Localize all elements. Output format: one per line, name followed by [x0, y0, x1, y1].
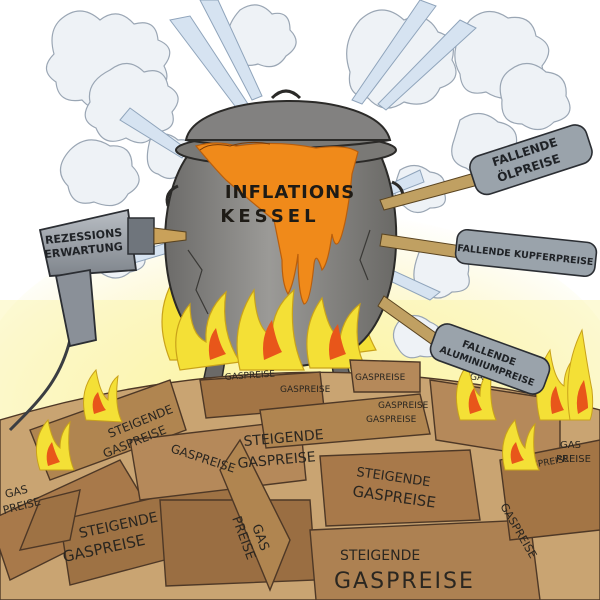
log [259, 393, 431, 449]
log-label: GASPREISE [334, 569, 475, 594]
cauldron-title-2: KESSEL [220, 206, 319, 227]
log [129, 419, 307, 501]
steam-jets [108, 0, 477, 301]
log-label: GAS [560, 440, 581, 451]
log-label: GASPREISE [355, 373, 406, 383]
drill-cable [8, 339, 72, 432]
log [18, 489, 81, 551]
log [319, 449, 481, 527]
log-label: GAS [4, 483, 30, 501]
log [309, 519, 541, 600]
log-label: GASPREISE [378, 401, 429, 411]
fire-side [35, 328, 594, 471]
fire-front [175, 288, 368, 371]
log-label: GASPREISE [237, 449, 316, 472]
log [349, 359, 421, 393]
log-label: GASPREISE [366, 415, 417, 425]
stew-overflow [194, 142, 359, 305]
log-label: GASPREISE [280, 385, 331, 395]
log [219, 438, 291, 592]
log-label: GASPREISE [225, 369, 276, 383]
log-label: PREISE [556, 454, 591, 465]
drill-bit-copper: FALLENDE KUPFERPREISE [379, 228, 598, 278]
cauldron-title-1: INFLATIONS [225, 182, 355, 203]
log-label: STEIGENDE [340, 548, 420, 564]
log-label: STEIGENDE [243, 427, 324, 450]
drill: REZESSIONS ERWARTUNG [8, 208, 187, 432]
woodpile [0, 359, 600, 600]
